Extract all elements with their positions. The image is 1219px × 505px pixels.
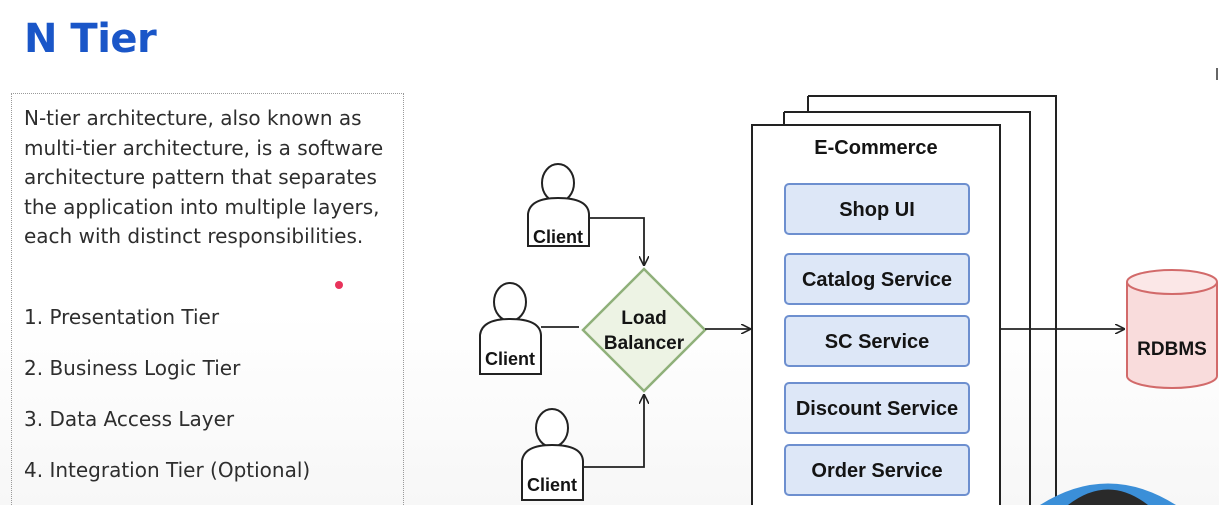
client-top: Client bbox=[527, 163, 590, 247]
service-label: Catalog Service bbox=[802, 269, 952, 291]
service-label: Shop UI bbox=[839, 199, 915, 221]
service-sc: SC Service bbox=[784, 315, 970, 367]
tier-item-data-access: 3. Data Access Layer bbox=[24, 407, 235, 431]
load-balancer: Load Balancer bbox=[581, 267, 707, 393]
tier-item-business-logic: 2. Business Logic Tier bbox=[24, 356, 241, 380]
presenter-avatar bbox=[1040, 483, 1176, 505]
page-title: N Tier bbox=[24, 16, 157, 62]
client-middle: Client bbox=[479, 282, 542, 375]
edge-marker bbox=[1216, 68, 1218, 80]
tier-item-integration: 4. Integration Tier (Optional) bbox=[24, 458, 311, 482]
service-label: SC Service bbox=[825, 331, 930, 353]
service-label: Order Service bbox=[811, 460, 942, 482]
load-balancer-line1: Load bbox=[621, 308, 666, 329]
container-title: E-Commerce bbox=[814, 137, 937, 159]
laser-pointer-dot bbox=[335, 281, 343, 289]
client-bottom: Client bbox=[521, 408, 584, 501]
connectors bbox=[541, 217, 1124, 468]
client-label: Client bbox=[527, 475, 577, 495]
description-text: N-tier architecture, also known as multi… bbox=[24, 106, 384, 249]
description-box bbox=[11, 93, 404, 505]
client-label: Client bbox=[485, 349, 535, 369]
service-order: Order Service bbox=[784, 444, 970, 496]
tier-item-presentation: 1. Presentation Tier bbox=[24, 305, 220, 329]
database-rdbms: RDBMS bbox=[1126, 269, 1218, 389]
database-label: RDBMS bbox=[1137, 339, 1207, 360]
service-catalog: Catalog Service bbox=[784, 253, 970, 305]
client-label: Client bbox=[533, 227, 583, 247]
service-label: Discount Service bbox=[796, 398, 958, 420]
service-discount: Discount Service bbox=[784, 382, 970, 434]
service-shop-ui: Shop UI bbox=[784, 183, 970, 235]
load-balancer-line2: Balancer bbox=[604, 333, 685, 354]
